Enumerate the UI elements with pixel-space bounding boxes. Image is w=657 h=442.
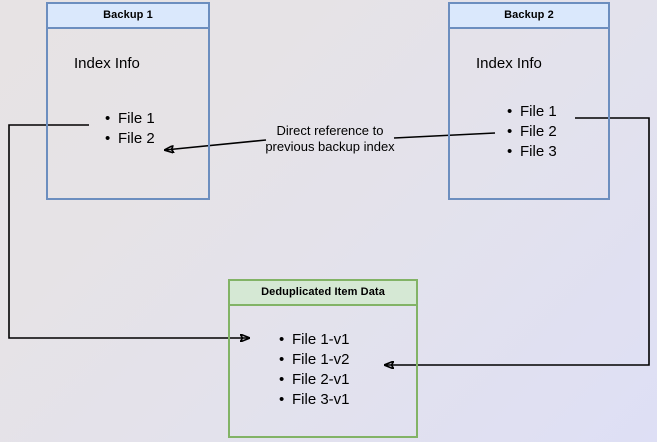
list-item: File 1 (507, 102, 557, 122)
edge-label-line-1: Direct reference to (276, 123, 384, 138)
node-backup-2-body: Index Info File 1 File 2 File 3 (450, 29, 608, 198)
dedup-file-list: File 1-v1 File 1-v2 File 2-v1 File 3-v1 (276, 330, 349, 410)
edge-label-direct-reference: Direct reference to previous backup inde… (250, 123, 410, 155)
node-backup-1-title: Backup 1 (48, 4, 208, 29)
list-item: File 3-v1 (279, 390, 349, 410)
backup-1-index-info-label: Index Info (74, 55, 140, 72)
edge-label-line-2: previous backup index (265, 139, 395, 154)
node-backup-2[interactable]: Backup 2 Index Info File 1 File 2 File 3 (448, 2, 610, 200)
list-item: File 2 (105, 129, 155, 149)
node-deduplicated-item-data-title: Deduplicated Item Data (230, 281, 416, 306)
list-item: File 1 (105, 109, 155, 129)
node-backup-1-body: Index Info File 1 File 2 (48, 29, 208, 198)
backup-2-file-list: File 1 File 2 File 3 (504, 102, 557, 162)
list-item: File 1-v1 (279, 330, 349, 350)
list-item: File 2-v1 (279, 370, 349, 390)
list-item: File 2 (507, 122, 557, 142)
list-item: File 3 (507, 142, 557, 162)
node-backup-1[interactable]: Backup 1 Index Info File 1 File 2 (46, 2, 210, 200)
node-deduplicated-item-data[interactable]: Deduplicated Item Data File 1-v1 File 1-… (228, 279, 418, 438)
list-item: File 1-v2 (279, 350, 349, 370)
node-deduplicated-item-data-body: File 1-v1 File 1-v2 File 2-v1 File 3-v1 (230, 306, 416, 436)
backup-2-index-info-label: Index Info (476, 55, 542, 72)
node-backup-2-title: Backup 2 (450, 4, 608, 29)
backup-1-file-list: File 1 File 2 (102, 109, 155, 149)
